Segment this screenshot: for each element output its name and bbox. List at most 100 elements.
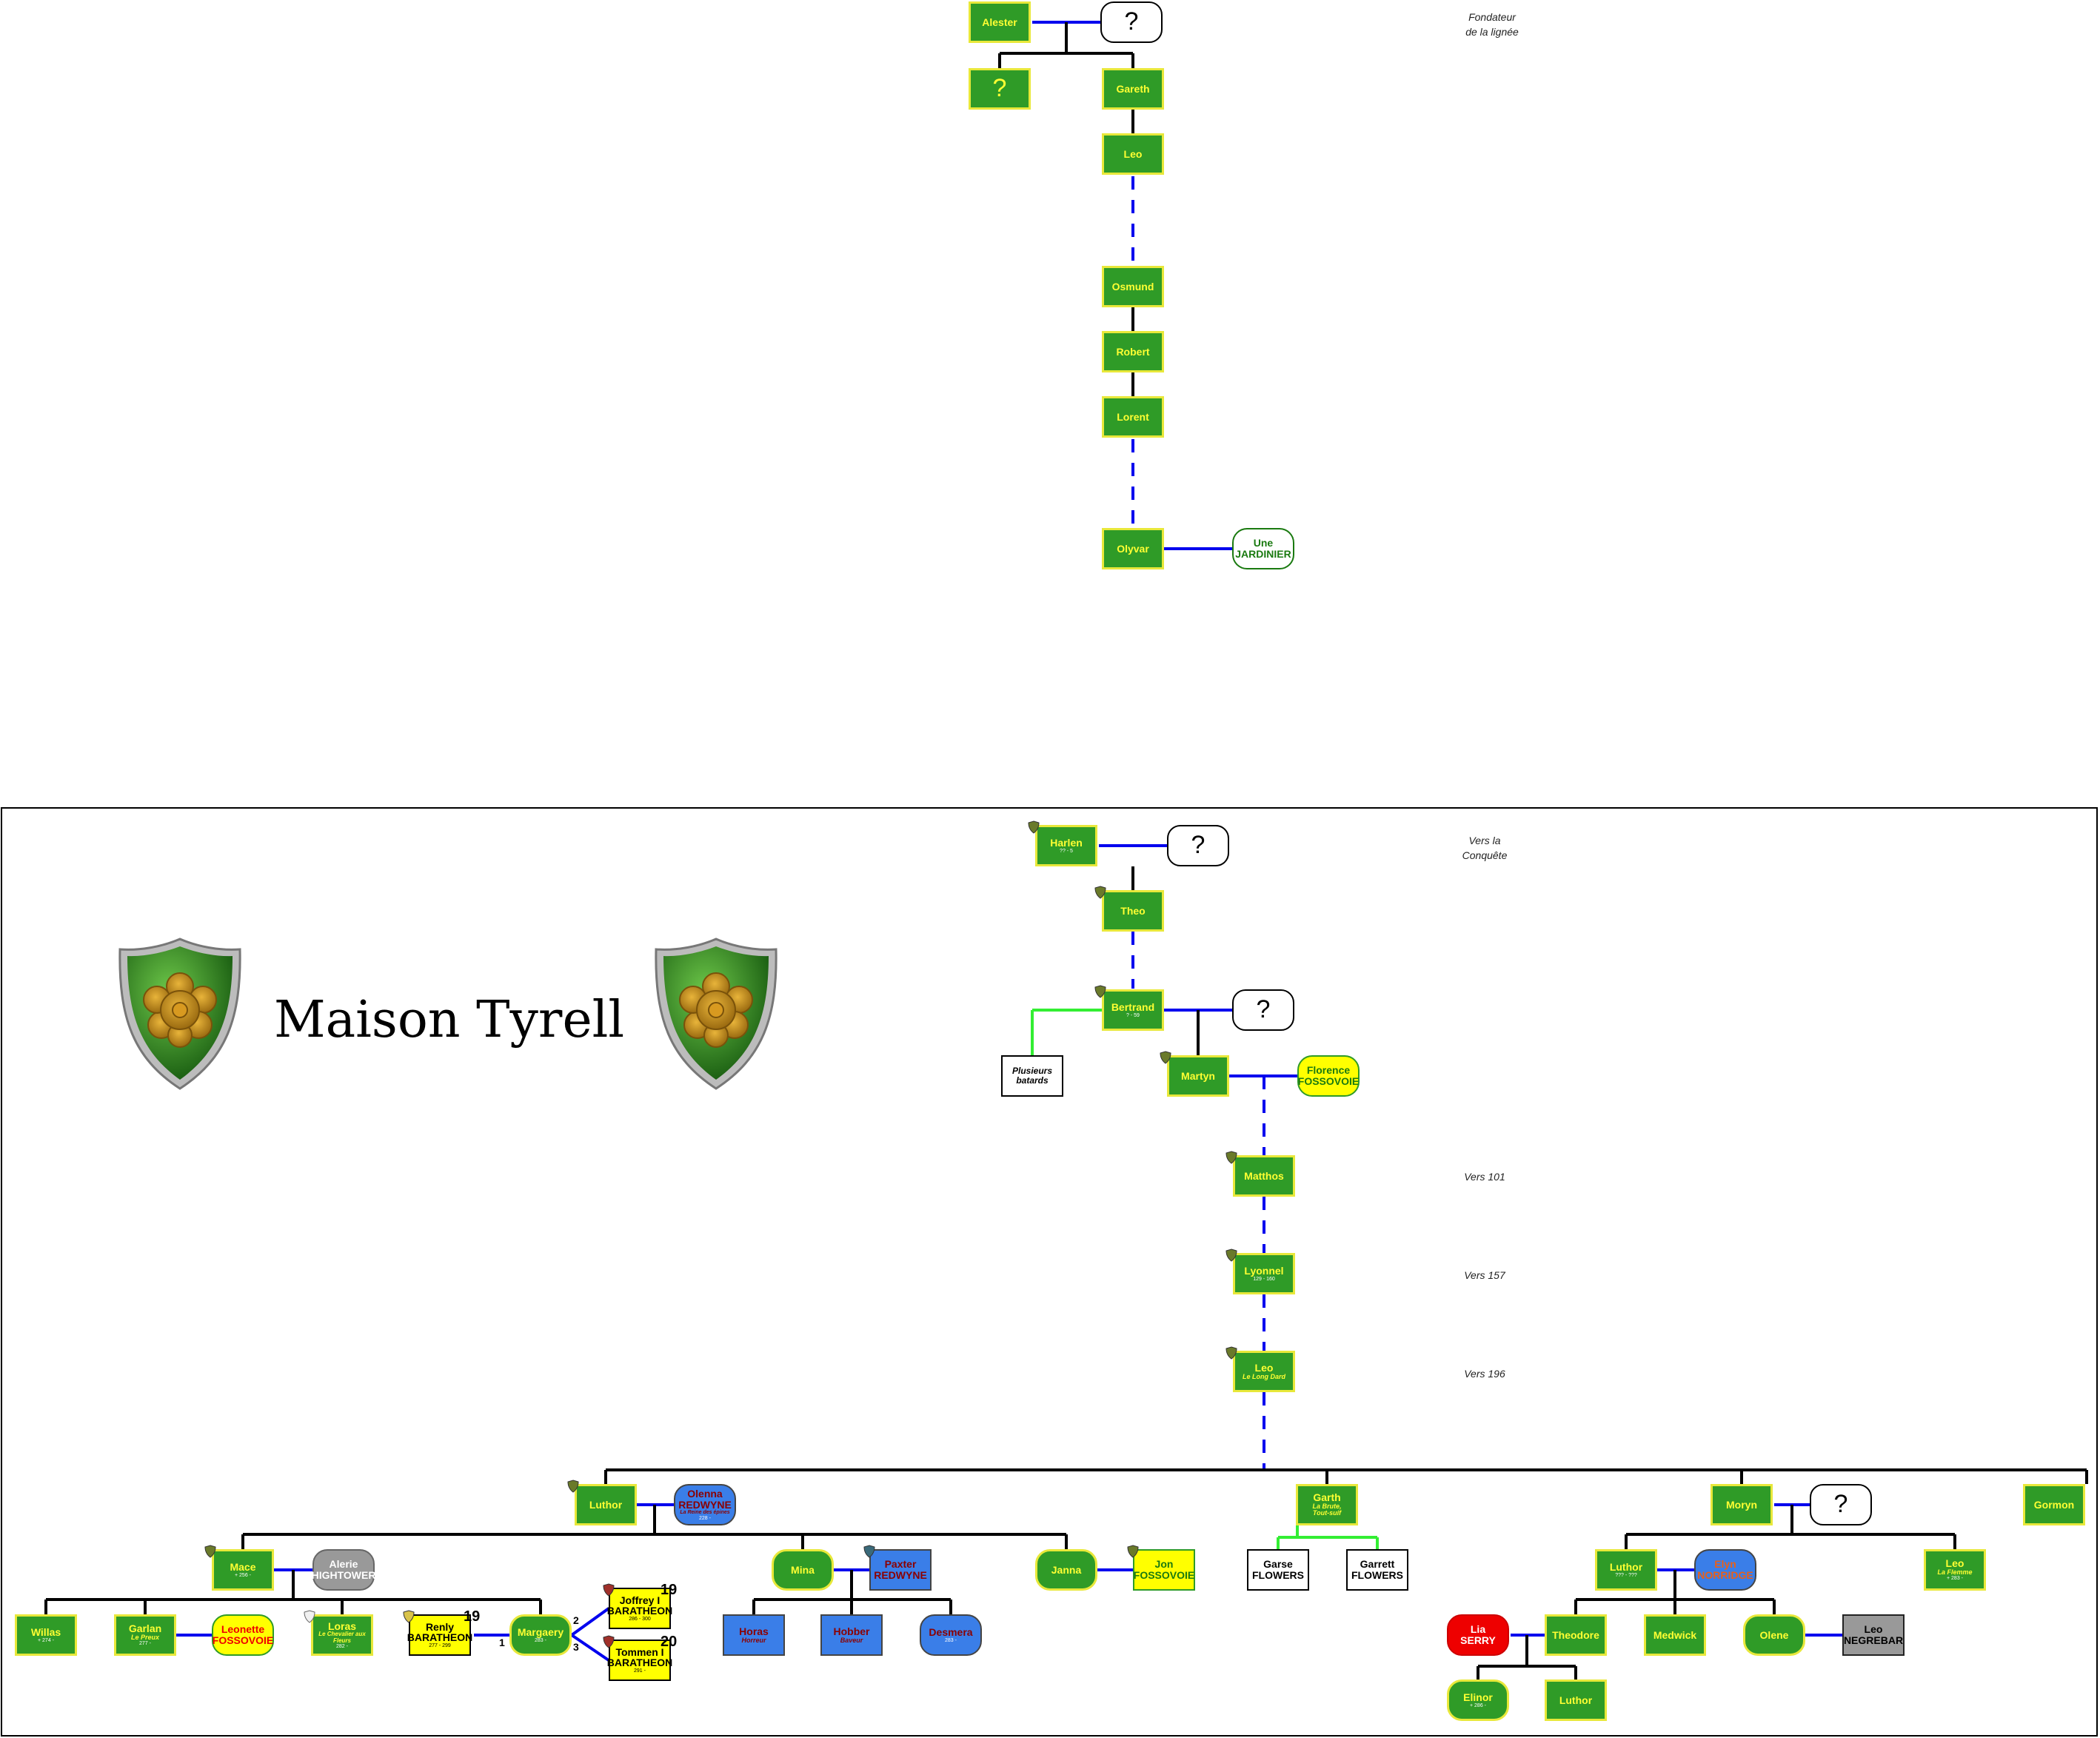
life-dates: + 274 - [38, 1637, 54, 1643]
main-tree-frame [1, 807, 2098, 1737]
person-name: Lyonnel [1244, 1264, 1284, 1277]
person-name: Margaery [517, 1625, 564, 1638]
person-martyn[interactable]: Martyn [1167, 1055, 1229, 1097]
person-unknown-spouse[interactable]: ? [1232, 989, 1294, 1031]
person-theodore[interactable]: Theodore [1545, 1614, 1607, 1656]
life-dates: 283 - [535, 1637, 546, 1643]
person-luthor[interactable]: Luthor [575, 1484, 637, 1525]
person-unknown-spouse[interactable]: ? [1167, 825, 1229, 866]
person-unknown-child[interactable]: ? [969, 68, 1031, 110]
person-olyvar[interactable]: Olyvar [1102, 528, 1164, 569]
person-luthor-3[interactable]: Luthor [1545, 1679, 1607, 1721]
person-matthos[interactable]: Matthos [1233, 1155, 1295, 1197]
house-name: FOSSOVOIE [1297, 1075, 1360, 1087]
person-alester[interactable]: Alester [969, 1, 1031, 43]
life-dates: 286 - 300 [629, 1617, 651, 1622]
person-name: Plusieurs [1011, 1066, 1053, 1077]
person-name: Willas [30, 1625, 61, 1638]
person-name: Mina [791, 1563, 815, 1576]
life-dates: + 256 - [235, 1572, 251, 1578]
person-gormon[interactable]: Gormon [2023, 1484, 2085, 1525]
house-name: FOSSOVOIE [212, 1634, 274, 1646]
person-mina[interactable]: Mina [772, 1549, 834, 1591]
house-name: NEGREBAR [1843, 1634, 1904, 1646]
person-janna[interactable]: Janna [1035, 1549, 1097, 1591]
lord-shield-icon [1094, 985, 1106, 998]
life-dates: 129 - 160 [1253, 1276, 1275, 1282]
person-unknown-spouse[interactable]: ? [1100, 1, 1163, 43]
person-name: Luthor [1609, 1560, 1643, 1573]
year-note: Vers 157 [1464, 1269, 1505, 1281]
person-name: Tommen I [615, 1645, 664, 1658]
person-lorent[interactable]: Lorent [1102, 396, 1164, 438]
person-name: Florence [1306, 1064, 1351, 1077]
life-dates: 283 - [945, 1637, 957, 1643]
person-name: Garrett [1360, 1558, 1395, 1571]
person-robert[interactable]: Robert [1102, 331, 1164, 372]
king-number-badge: 19 [464, 1608, 481, 1625]
life-dates: ? - 59 [1126, 1012, 1140, 1018]
person-gareth[interactable]: Gareth [1102, 68, 1164, 110]
house-name: HIGHTOWER [311, 1569, 376, 1581]
person-harlen[interactable]: Harlen?? - 5 [1035, 825, 1097, 866]
epithet: Horreur [741, 1636, 766, 1644]
house-name: JARDINIER [1235, 548, 1291, 560]
person-luthor-2[interactable]: Luthor??? - ??? [1595, 1549, 1657, 1591]
page-title: Maison Tyrell [274, 991, 625, 1049]
person-theo[interactable]: Theo [1102, 890, 1164, 932]
note-line: Conquête [1462, 849, 1508, 861]
epithet: La Flemme [1937, 1568, 1973, 1576]
kingsguard-shield-icon [304, 1610, 315, 1623]
person-name: Hobber [833, 1625, 870, 1637]
life-dates: 291 - [634, 1668, 646, 1674]
person-unknown-spouse[interactable]: ? [1810, 1484, 1872, 1525]
person-name: Theodore [1552, 1628, 1599, 1641]
person-elinor[interactable]: Elinor+ 286 - [1447, 1679, 1509, 1721]
house-name: BARATHEON [407, 1631, 473, 1644]
person-name: Elyn [1714, 1558, 1736, 1571]
note-line: Vers la [1468, 835, 1501, 846]
tyrell-rose-shield-icon [655, 937, 778, 1090]
person-name: Leo [1254, 1361, 1274, 1374]
person-mace[interactable]: Mace+ 256 - [212, 1549, 274, 1591]
person-leo[interactable]: Leo [1102, 133, 1164, 175]
lord-shield-icon [1028, 820, 1040, 834]
person-name: Luthor [1559, 1694, 1593, 1706]
person-medwick[interactable]: Medwick [1644, 1614, 1706, 1656]
person-olene[interactable]: Olene [1743, 1614, 1805, 1656]
lord-shield-icon [1127, 1545, 1139, 1558]
person-name: Leonette [221, 1623, 265, 1636]
person-bertrand[interactable]: Bertrand? - 59 [1102, 989, 1164, 1031]
person-osmund[interactable]: Osmund [1102, 266, 1164, 307]
lord-shield-icon [1160, 1051, 1171, 1064]
person-willas[interactable]: Willas+ 274 - [15, 1614, 77, 1656]
person-moryn[interactable]: Moryn [1711, 1484, 1773, 1525]
person-name: Paxter [884, 1558, 917, 1571]
